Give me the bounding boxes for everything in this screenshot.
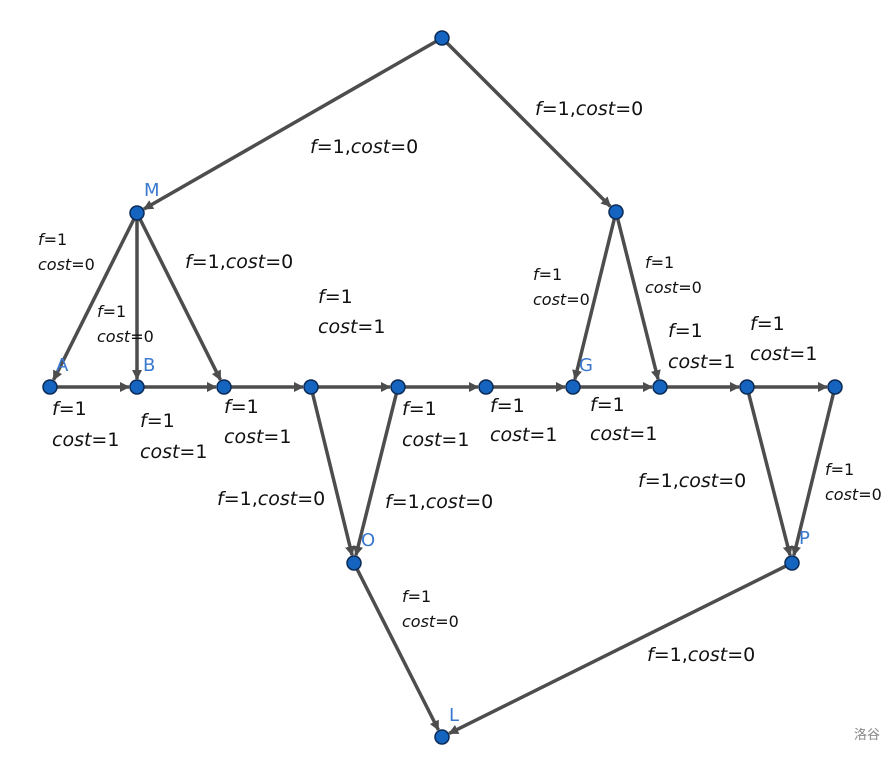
edge-label: f=1 <box>825 460 855 479</box>
edge-label: cost=1 <box>318 316 386 338</box>
edge-label: cost=1 <box>590 423 658 445</box>
edge-label: cost=1 <box>140 441 208 463</box>
edge-i-p <box>745 386 793 557</box>
edge-label: f=1 <box>490 395 525 417</box>
edge-label: cost=0 <box>645 278 702 297</box>
node-g <box>565 379 581 395</box>
node-j <box>827 379 843 395</box>
edge-label: f=1 <box>38 230 68 249</box>
node-label-l: L <box>449 705 460 726</box>
edge-label: f=1,cost=0 <box>535 98 644 120</box>
node-b <box>129 379 145 395</box>
edge-label: f=1,cost=0 <box>185 251 294 273</box>
node-label-m: M <box>144 180 160 201</box>
node-a <box>42 379 58 395</box>
edge-j-p <box>791 386 837 557</box>
edge-label: f=1 <box>750 313 785 335</box>
edge-label: f=1,cost=0 <box>385 491 494 513</box>
edge-label: f=1,cost=0 <box>217 488 326 510</box>
edge-label: f=1 <box>140 410 175 432</box>
edge-m-c <box>135 212 222 381</box>
edge-label: f=1,cost=0 <box>647 644 756 666</box>
node-d <box>303 379 319 395</box>
node-p <box>784 555 800 571</box>
edge-m-a <box>52 212 139 381</box>
edge-e-o <box>353 386 400 557</box>
edge-label: f=1,cost=0 <box>310 136 419 158</box>
node-label-a: A <box>56 355 69 376</box>
edge-o-l <box>352 562 440 731</box>
edge-label: cost=1 <box>402 429 470 451</box>
edge-label: cost=0 <box>825 485 882 504</box>
edge-label: cost=1 <box>490 424 558 446</box>
edge-label: cost=0 <box>38 255 95 274</box>
edge-label: cost=1 <box>224 426 292 448</box>
edge-t-gt <box>440 36 612 208</box>
edge-label: cost=1 <box>52 429 120 451</box>
watermark: 洛谷 <box>853 728 880 743</box>
node-f <box>478 379 494 395</box>
edge-label: cost=0 <box>533 290 590 309</box>
edge-label: f=1 <box>645 253 675 272</box>
edge-label: cost=0 <box>402 612 459 631</box>
node-label-o: O <box>361 530 376 551</box>
edge-d-o <box>309 386 355 557</box>
edge-label: cost=1 <box>750 343 818 365</box>
edge-label: f=1 <box>590 394 625 416</box>
node-c <box>216 379 232 395</box>
edge-label: f=1 <box>97 302 127 321</box>
edge-label: f=1 <box>402 587 432 606</box>
node-m <box>129 205 145 221</box>
node-l <box>434 729 450 745</box>
edge-label: f=1 <box>52 398 87 420</box>
edge-label: cost=0 <box>97 327 154 346</box>
edge-label: f=1 <box>318 286 353 308</box>
node-t <box>434 30 450 46</box>
edge-label: f=1 <box>402 398 437 420</box>
node-label-g: G <box>579 355 593 376</box>
edge-gt-g <box>572 211 618 381</box>
edge-t-m <box>143 36 443 211</box>
node-gt <box>608 204 624 220</box>
node-label-b: B <box>143 355 156 376</box>
edge-gt-h <box>614 211 661 381</box>
edge-label: f=1 <box>224 396 259 418</box>
edge-label: f=1,cost=0 <box>638 470 747 492</box>
node-h <box>652 379 668 395</box>
node-i <box>739 379 755 395</box>
node-e <box>390 379 406 395</box>
edge-label: cost=1 <box>668 351 736 373</box>
edge-label: f=1 <box>533 265 563 284</box>
node-label-p: P <box>799 528 810 549</box>
edge-label: f=1 <box>668 320 703 342</box>
node-o <box>346 555 362 571</box>
edge-p-l <box>448 561 793 736</box>
